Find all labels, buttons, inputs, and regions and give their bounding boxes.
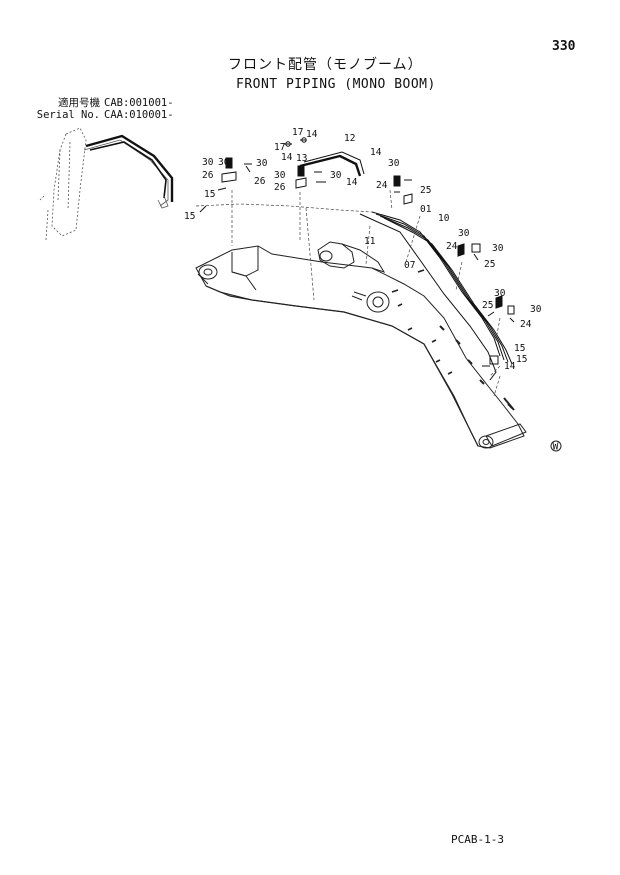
serial-label: 適用号機: [58, 97, 100, 109]
callout-label: 15: [514, 343, 525, 354]
callout-label: 24: [520, 319, 532, 330]
callout-label: 14: [346, 177, 358, 188]
callout-label: 15: [516, 354, 527, 365]
callout-label: 30: [256, 158, 268, 169]
callout-label: 30: [202, 157, 214, 168]
callout-label: 30: [458, 228, 470, 239]
callout-label: 07: [404, 260, 415, 271]
callout-label: 30: [530, 304, 542, 315]
machine-overview-inset: [39, 127, 174, 241]
callout-label: 15: [184, 211, 195, 222]
callout-labels: 17 14 12 30 30 26 15 15 17 14 13 14 30 2…: [184, 127, 542, 372]
serial-value: CAB:001001-: [104, 97, 174, 109]
page-title-english: FRONT PIPING (MONO BOOM): [236, 77, 436, 92]
callout-label: 30: [218, 157, 230, 168]
serial-label: Serial No.: [36, 109, 100, 121]
callout-label: 25: [484, 259, 495, 270]
clamps-and-bolts: [199, 137, 515, 367]
callout-label: 26: [274, 182, 286, 193]
callout-label: 15: [204, 189, 215, 200]
welding-mark-letter: W: [553, 441, 559, 452]
serial-number-block: 適用号機 CAB:001001- Serial No. CAA:010001-: [18, 97, 174, 121]
callout-label: 25: [482, 300, 493, 311]
callout-label: 30: [494, 288, 506, 299]
callout-label: 17: [292, 127, 303, 138]
callout-label: 10: [438, 213, 450, 224]
callout-label: 01: [420, 204, 432, 215]
leader-lines: [195, 189, 501, 397]
callout-label: 24: [376, 180, 388, 191]
page-number: 330: [552, 39, 576, 54]
callout-label: 26: [254, 176, 266, 187]
serial-value: CAA:010001-: [104, 109, 174, 121]
callout-label: 13: [296, 153, 307, 164]
callout-label: 24: [446, 241, 458, 252]
callout-label: 30: [388, 158, 400, 169]
footer-page-code: PCAB-1-3: [451, 833, 504, 846]
mono-boom: [195, 241, 527, 449]
callout-label: 14: [306, 129, 318, 140]
callout-label: 25: [420, 185, 431, 196]
callout-label: 17: [274, 142, 285, 153]
serial-row-applicable: 適用号機 CAB:001001-: [18, 97, 174, 109]
callout-label: 30: [274, 170, 286, 181]
page-title-japanese: フロント配管（モノブーム）: [228, 57, 423, 73]
serial-row-serial-no: Serial No. CAA:010001-: [18, 109, 174, 121]
callout-label: 14: [370, 147, 382, 158]
callout-label: 30: [330, 170, 342, 181]
callout-label: 11: [364, 236, 376, 247]
callout-label: 26: [202, 170, 214, 181]
callout-label: 30: [492, 243, 504, 254]
callout-label: 12: [344, 133, 355, 144]
welding-mark: W: [550, 440, 562, 452]
callout-label: 14: [281, 152, 293, 163]
callout-label: 14: [504, 361, 516, 372]
